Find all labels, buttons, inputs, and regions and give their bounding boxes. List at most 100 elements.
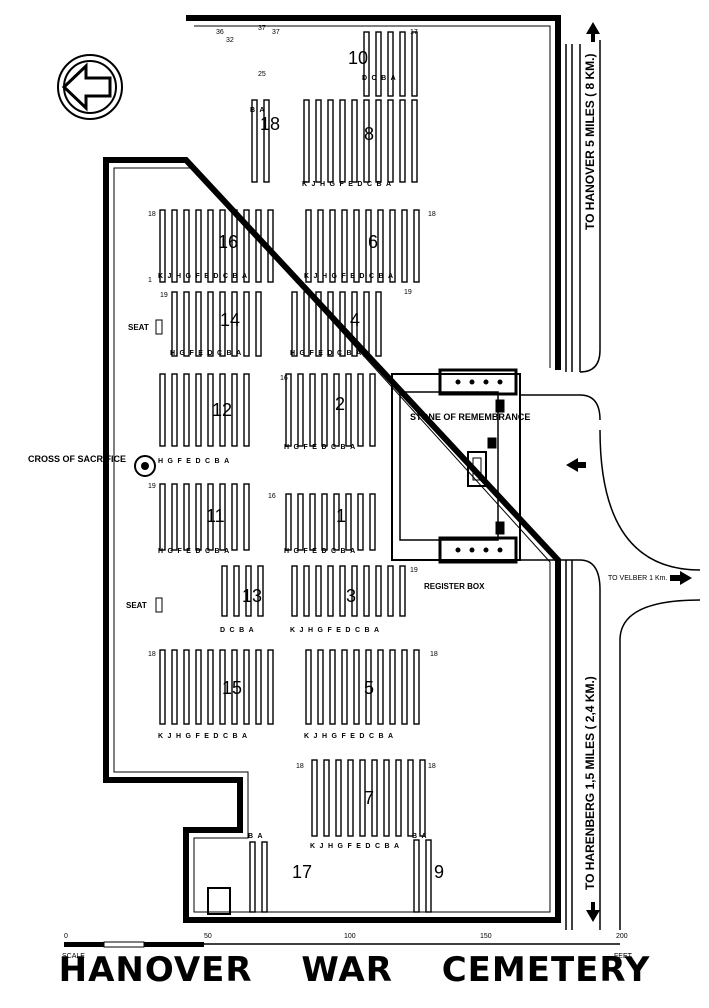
grave-row <box>255 649 262 725</box>
grave-row <box>243 483 250 551</box>
grave-row <box>231 209 238 283</box>
grave-row <box>407 759 414 837</box>
grave-row <box>333 373 340 447</box>
grave-row <box>363 565 370 617</box>
grave-row <box>375 565 382 617</box>
grave-row <box>267 209 274 283</box>
grave-row <box>365 209 372 283</box>
grave-row <box>309 373 316 447</box>
plot-number: 10 <box>348 48 368 68</box>
row-letter-label: BA <box>250 107 269 114</box>
row-letter-label: HGFEDCBA <box>158 458 234 465</box>
grave-row <box>327 565 334 617</box>
grave-row <box>399 565 406 617</box>
grave-number: 18 <box>148 211 156 218</box>
scale-label: SCALE <box>62 953 85 960</box>
grave-row <box>245 565 252 617</box>
grave-row <box>257 565 264 617</box>
plot-number: 12 <box>212 400 232 420</box>
tool-shed <box>207 887 231 915</box>
row-letter-label: DCBA <box>220 627 258 634</box>
grave-row <box>411 99 418 183</box>
grave-row <box>387 99 394 183</box>
grave-row <box>351 291 358 357</box>
grave-row <box>219 209 226 283</box>
grave-row <box>345 373 352 447</box>
plot-number: 5 <box>364 678 374 698</box>
grave-row <box>315 291 322 357</box>
grave-row <box>413 839 420 913</box>
grave-row <box>207 209 214 283</box>
grave-row <box>171 291 178 357</box>
grave-row <box>303 99 310 183</box>
seat-label-1: SEAT <box>128 323 149 332</box>
grave-row <box>419 759 426 837</box>
grave-row <box>207 291 214 357</box>
grave-row <box>401 209 408 283</box>
grave-row <box>231 649 238 725</box>
grave-row <box>183 209 190 283</box>
grave-row <box>231 373 238 447</box>
grave-number: 18 <box>430 651 438 658</box>
grave-row <box>369 493 376 551</box>
plot-number: 17 <box>292 862 312 882</box>
row-letter-label: HGFEDCBA <box>158 548 234 555</box>
grave-row <box>369 373 376 447</box>
grave-row <box>267 649 274 725</box>
grave-row <box>365 649 372 725</box>
grave-row <box>335 759 342 837</box>
grave-row <box>195 209 202 283</box>
grave-row <box>321 493 328 551</box>
row-letter-label: HGFEDCBA <box>170 350 246 357</box>
grave-row <box>395 759 402 837</box>
grave-row <box>219 291 226 357</box>
road-label-hanover: TO HANOVER 5 MILES ( 8 KM.) <box>583 54 597 230</box>
plot-number: 6 <box>368 232 378 252</box>
grave-row <box>243 291 250 357</box>
plot-number: 8 <box>364 124 374 144</box>
plot-number: 18 <box>260 114 280 134</box>
row-letter-label: KJHGFEDCBA <box>290 627 384 634</box>
grave-row <box>371 759 378 837</box>
grave-row <box>383 759 390 837</box>
grave-number: 18 <box>296 763 304 770</box>
road-label-harenberg: TO HARENBERG 1,5 MILES ( 2,4 KM.) <box>583 676 597 890</box>
grave-row <box>243 209 250 283</box>
grave-row <box>377 649 384 725</box>
grave-row <box>231 483 238 551</box>
grave-row <box>305 209 312 283</box>
grave-row <box>317 649 324 725</box>
cross-label: CROSS OF SACRIFICE <box>28 454 126 464</box>
plot-number: 4 <box>350 310 360 330</box>
seat-label-2: SEAT <box>126 601 147 610</box>
grave-row <box>171 373 178 447</box>
grave-row <box>233 565 240 617</box>
grave-row <box>377 209 384 283</box>
grave-row <box>305 649 312 725</box>
grave-row <box>375 291 382 357</box>
grave-row <box>327 99 334 183</box>
grave-row <box>389 209 396 283</box>
grave-row <box>363 291 370 357</box>
grave-row <box>315 565 322 617</box>
grave-number: 19 <box>410 567 418 574</box>
plot-number: 3 <box>346 586 356 606</box>
grave-row <box>255 209 262 283</box>
row-letter-label: KJHGFEDCBA <box>158 273 252 280</box>
grave-row <box>339 99 346 183</box>
grave-row <box>243 649 250 725</box>
grave-row <box>387 565 394 617</box>
scale-tick-label: 150 <box>480 933 492 940</box>
grave-row <box>207 649 214 725</box>
grave-row <box>329 209 336 283</box>
grave-number: 19 <box>160 292 168 299</box>
grave-row <box>159 209 166 283</box>
grave-row <box>375 31 382 97</box>
grave-row <box>387 31 394 97</box>
grave-row <box>357 493 364 551</box>
row-letter-label: KJHGFEDCBA <box>304 733 398 740</box>
grave-row <box>159 483 166 551</box>
grave-row <box>159 649 166 725</box>
grave-row <box>219 649 226 725</box>
